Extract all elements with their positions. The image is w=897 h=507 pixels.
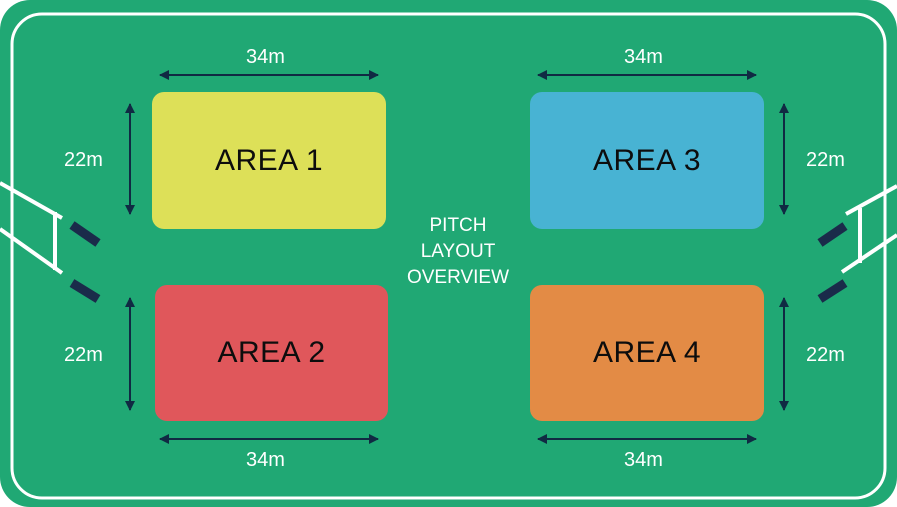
area-3-width-label: 34m [624,46,663,68]
area-3-height-label: 22m [806,149,845,171]
area-1-height-label: 22m [64,149,103,171]
title-line-1: PITCH [429,215,487,236]
area-2-width-label: 34m [246,449,285,471]
area-1-zone: AREA 1 [152,92,386,229]
pitch-layout-title: PITCH LAYOUT OVERVIEW [388,213,528,291]
area-4-label: AREA 4 [592,336,702,369]
area-3-label: AREA 3 [592,143,702,177]
area-1-label: AREA 1 [214,143,324,177]
area-2-zone: AREA 2 [155,285,388,421]
right-goal-icon [817,184,897,303]
area-4-height-label: 22m [806,344,845,366]
left-goal-icon [0,181,101,303]
title-line-3: OVERVIEW [406,267,510,288]
area-1-width-label: 34m [246,46,285,68]
area-4-width-label: 34m [624,449,663,471]
area-2-height-label: 22m [64,344,103,366]
title-line-2: LAYOUT [420,241,496,262]
area-3-zone: AREA 3 [530,92,764,229]
pitch-boundary-line [10,12,887,500]
area-4-zone: AREA 4 [530,285,764,421]
area-2-label: AREA 2 [217,336,326,369]
